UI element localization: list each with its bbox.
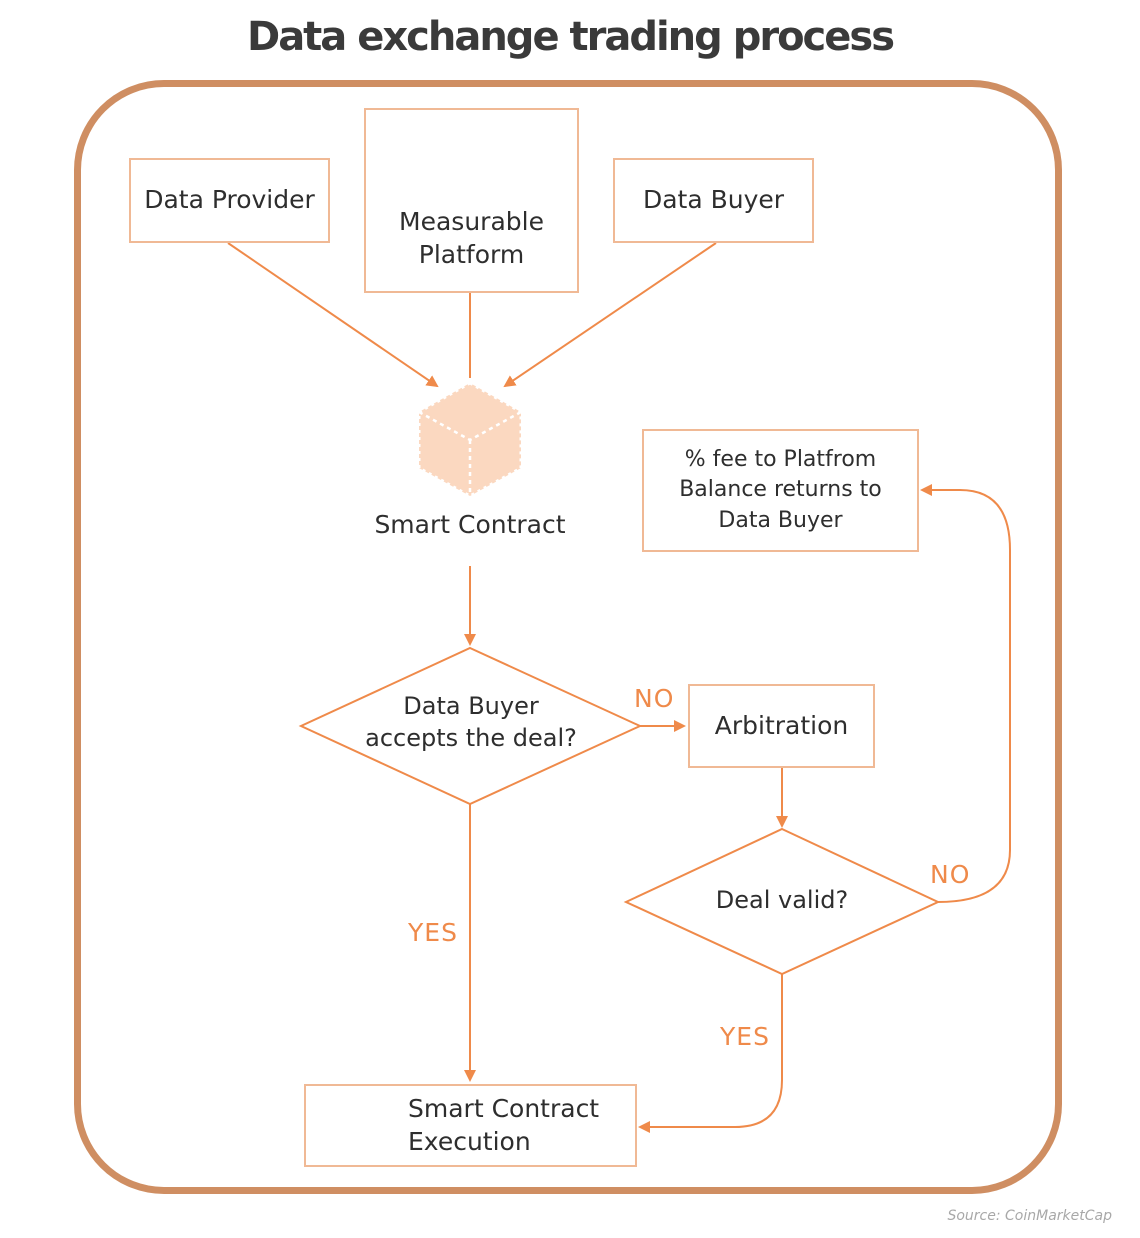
edge-valid-yes [638, 974, 783, 1133]
measurable-platform-label: Measurable Platform [399, 207, 544, 269]
edge-provider-to-contract [227, 242, 439, 388]
valid-no-label: NO [930, 860, 971, 889]
fee-line-2: Balance returns to [679, 477, 882, 503]
edge-buyer-to-contract [503, 242, 717, 388]
data-buyer-label: Data Buyer [642, 185, 785, 215]
accept-yes-label: YES [408, 918, 458, 947]
smart-contract-cube-icon [417, 381, 523, 498]
edge-valid-no [920, 484, 1011, 903]
fee-line-3: Data Buyer [718, 507, 843, 533]
diagram-frame [74, 80, 1062, 1194]
execution-line-1: Smart Contract [408, 1094, 600, 1123]
source-credit: Source: CoinMarketCap [947, 1208, 1112, 1224]
fee-box: % fee to Platfrom Balance returns to Dat… [642, 429, 919, 552]
data-provider-label: Data Provider [144, 185, 315, 215]
execution-line-2: Execution [408, 1126, 531, 1156]
valid-yes-label: YES [720, 1022, 770, 1051]
diagram-title: Data exchange trading process [246, 14, 895, 60]
smart-contract-label: Smart Contract [374, 510, 566, 539]
data-provider-box: Data Provider [129, 158, 330, 243]
arbitration-label: Arbitration [714, 710, 849, 740]
decision-accept-line-2: accepts the deal? [365, 724, 577, 753]
execution-label: Smart Contract Execution [408, 1093, 599, 1158]
measurable-platform-box: Measurable Platform [364, 108, 579, 293]
decision-accept-line-1: Data Buyer [403, 692, 539, 720]
fee-line-1: % fee to Platfrom [684, 446, 877, 472]
data-buyer-box: Data Buyer [613, 158, 814, 243]
decision-valid-label: Deal valid? [715, 886, 849, 914]
arbitration-box: Arbitration [688, 684, 875, 768]
execution-box: Smart Contract Execution [304, 1084, 637, 1167]
accept-no-label: NO [634, 684, 675, 713]
decision-accept-label: Data Buyer accepts the deal? [341, 690, 601, 755]
